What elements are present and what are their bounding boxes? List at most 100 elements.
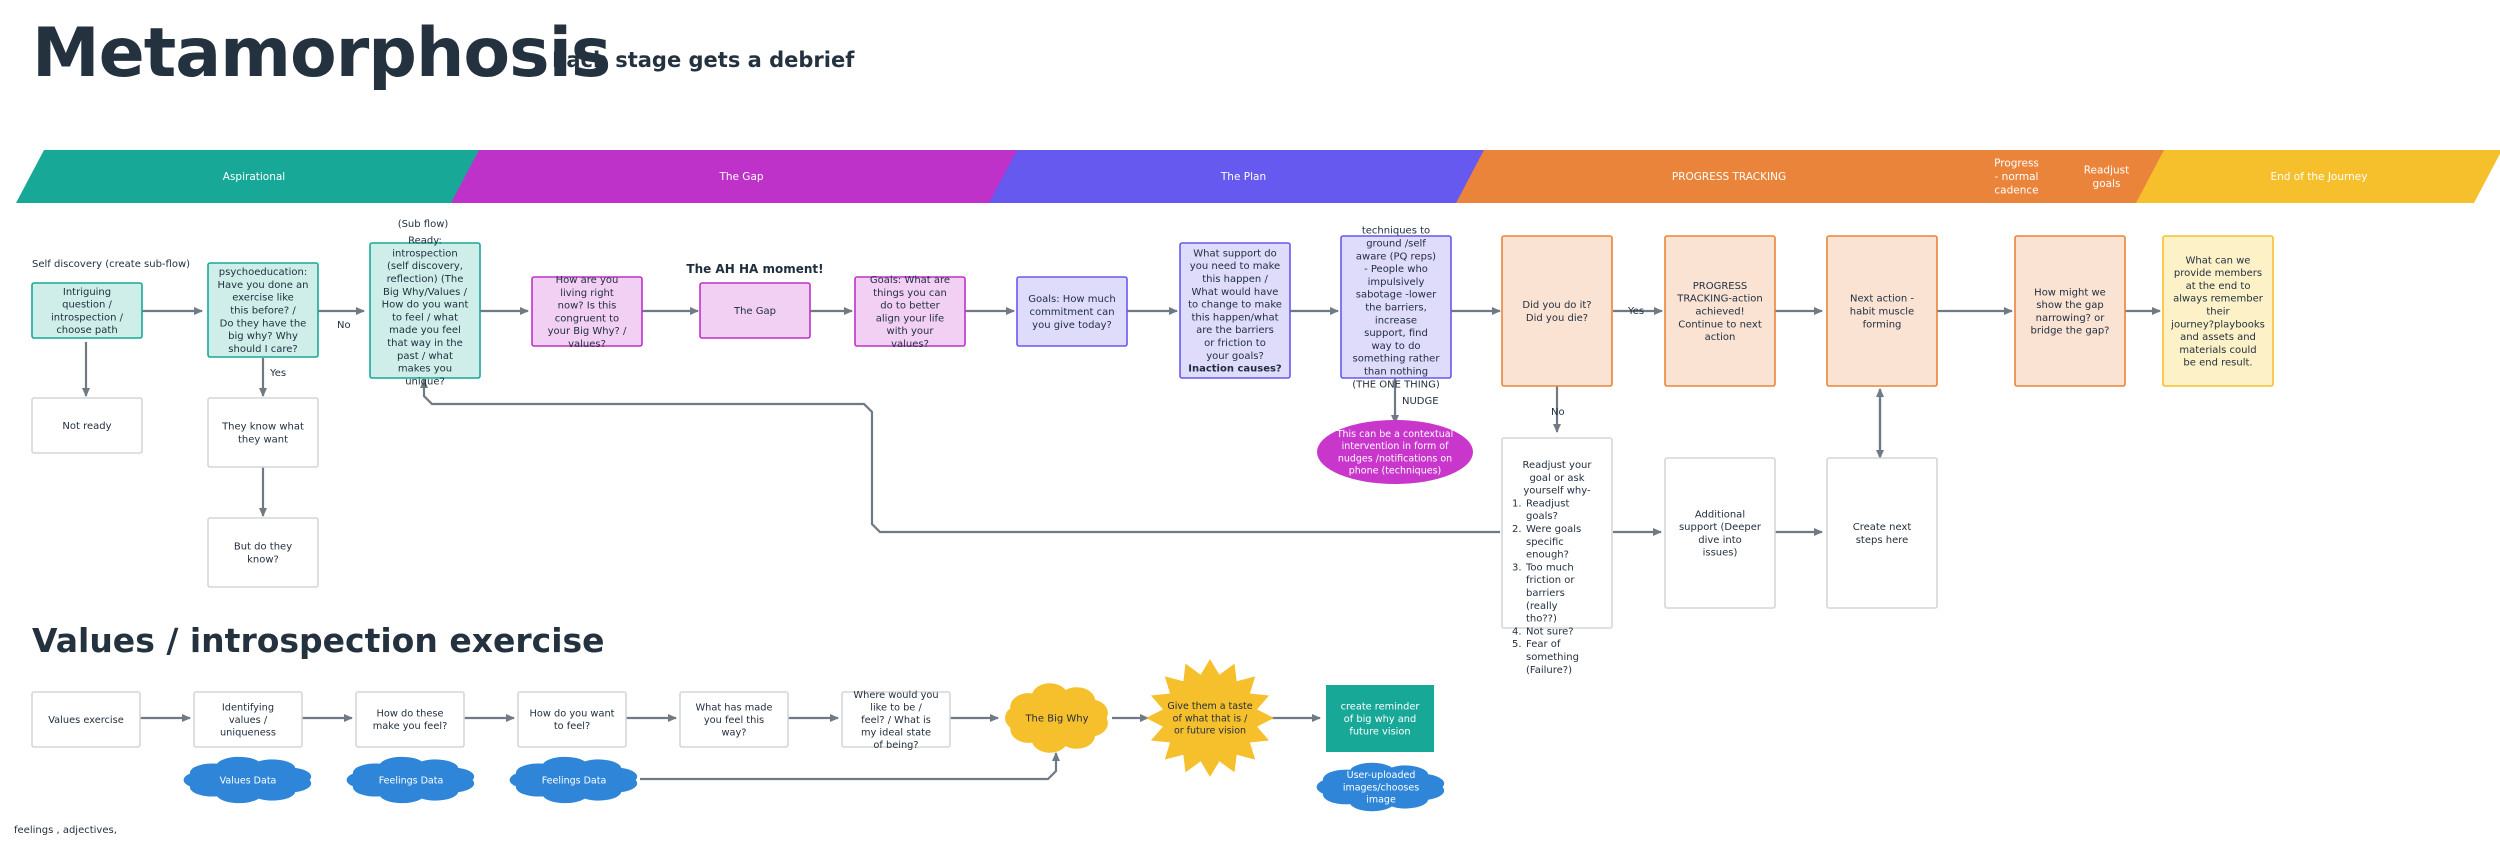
readjust-item-number: 1. bbox=[1512, 498, 1522, 509]
node-additional-support bbox=[1664, 457, 1776, 609]
node-do-they-know bbox=[207, 517, 319, 588]
node-the-gap bbox=[699, 282, 811, 339]
node-did-you-do-it-text: Did you do it?Did you die? bbox=[1522, 300, 1591, 324]
node-end-provide bbox=[2162, 235, 2274, 387]
label-no-2: No bbox=[1551, 407, 1565, 418]
readjust-item-number: 4. bbox=[1512, 626, 1522, 637]
label-yes-2: Yes bbox=[1627, 306, 1644, 317]
stage-banner-0 bbox=[16, 150, 492, 203]
stage-banner-6 bbox=[2136, 150, 2500, 203]
node-create-next-steps bbox=[1826, 457, 1938, 609]
readjust-item-number: 5. bbox=[1512, 639, 1522, 650]
values-step-0 bbox=[31, 691, 141, 748]
data-cloud-text-1: Feelings Data bbox=[379, 775, 444, 786]
taste-starburst bbox=[1146, 659, 1274, 777]
node-know-want bbox=[207, 397, 319, 468]
readjust-item: Not sure? bbox=[1526, 626, 1574, 637]
label-sub-flow: (Sub flow) bbox=[398, 219, 449, 230]
values-step-4 bbox=[679, 691, 789, 748]
label-aha-moment: The AH HA moment! bbox=[686, 262, 823, 276]
stage-banner-2 bbox=[989, 150, 1498, 203]
stage-label-1: The Gap bbox=[718, 171, 763, 183]
node-not-ready bbox=[31, 397, 143, 454]
node-reminder bbox=[1326, 685, 1434, 752]
page-subtitle: Each stage gets a debrief bbox=[552, 48, 855, 72]
values-section-title: Values / introspection exercise bbox=[32, 621, 605, 660]
readjust-item-number: 2. bbox=[1512, 524, 1522, 535]
node-ready-introspection-text: Ready:introspection(self discovery,refle… bbox=[382, 236, 469, 388]
data-cloud-3 bbox=[1316, 762, 1445, 812]
arrow-feelings-bigwhy bbox=[640, 752, 1060, 781]
node-the-gap-text: The Gap bbox=[733, 306, 776, 317]
node-next-action bbox=[1826, 235, 1938, 387]
stage-label-3: PROGRESS TRACKING bbox=[1672, 171, 1786, 183]
label-self-discovery: Self discovery (create sub-flow) bbox=[32, 259, 190, 270]
node-gap-narrowing bbox=[2014, 235, 2126, 387]
data-cloud-text-2: Feelings Data bbox=[542, 775, 607, 786]
data-cloud-0 bbox=[183, 756, 312, 804]
node-support-needed bbox=[1179, 242, 1291, 379]
stage-label-6: End of the Journey bbox=[2271, 171, 2368, 183]
node-contextual-intervention bbox=[1317, 420, 1473, 484]
label-nudge: NUDGE bbox=[1402, 396, 1439, 407]
node-progress-achieved bbox=[1664, 235, 1776, 387]
node-not-ready-text: Not ready bbox=[62, 421, 111, 432]
readjust-item-number: 3. bbox=[1512, 562, 1522, 573]
big-why-text: The Big Why bbox=[1024, 714, 1088, 725]
stage-banner-3 bbox=[1456, 150, 2002, 203]
arrow-readjust-back-to-ready bbox=[420, 379, 1500, 534]
node-goals-align bbox=[854, 276, 966, 347]
node-goals-commitment bbox=[1016, 276, 1128, 347]
values-step-0-text: Values exercise bbox=[48, 715, 124, 726]
node-support-bold-text: Inaction causes? bbox=[1188, 364, 1282, 375]
stage-label-0: Aspirational bbox=[223, 171, 285, 183]
stage-banner-5 bbox=[2034, 150, 2179, 203]
values-step-1 bbox=[193, 691, 303, 748]
page-title: Metamorphosis bbox=[32, 14, 611, 93]
stage-label-2: The Plan bbox=[1220, 171, 1266, 183]
label-no: No bbox=[337, 320, 351, 331]
node-living-now bbox=[531, 276, 643, 347]
stage-banner-1 bbox=[451, 150, 1032, 203]
values-step-5 bbox=[841, 691, 951, 748]
node-techniques bbox=[1340, 235, 1452, 379]
node-intriguing bbox=[31, 282, 143, 339]
big-why-cloud bbox=[1005, 683, 1108, 753]
label-footer: feelings , adjectives, bbox=[14, 825, 117, 836]
data-cloud-2 bbox=[509, 756, 638, 804]
node-psychoeducation bbox=[207, 262, 319, 358]
node-ready-introspection bbox=[369, 242, 481, 379]
values-step-3 bbox=[517, 691, 627, 748]
